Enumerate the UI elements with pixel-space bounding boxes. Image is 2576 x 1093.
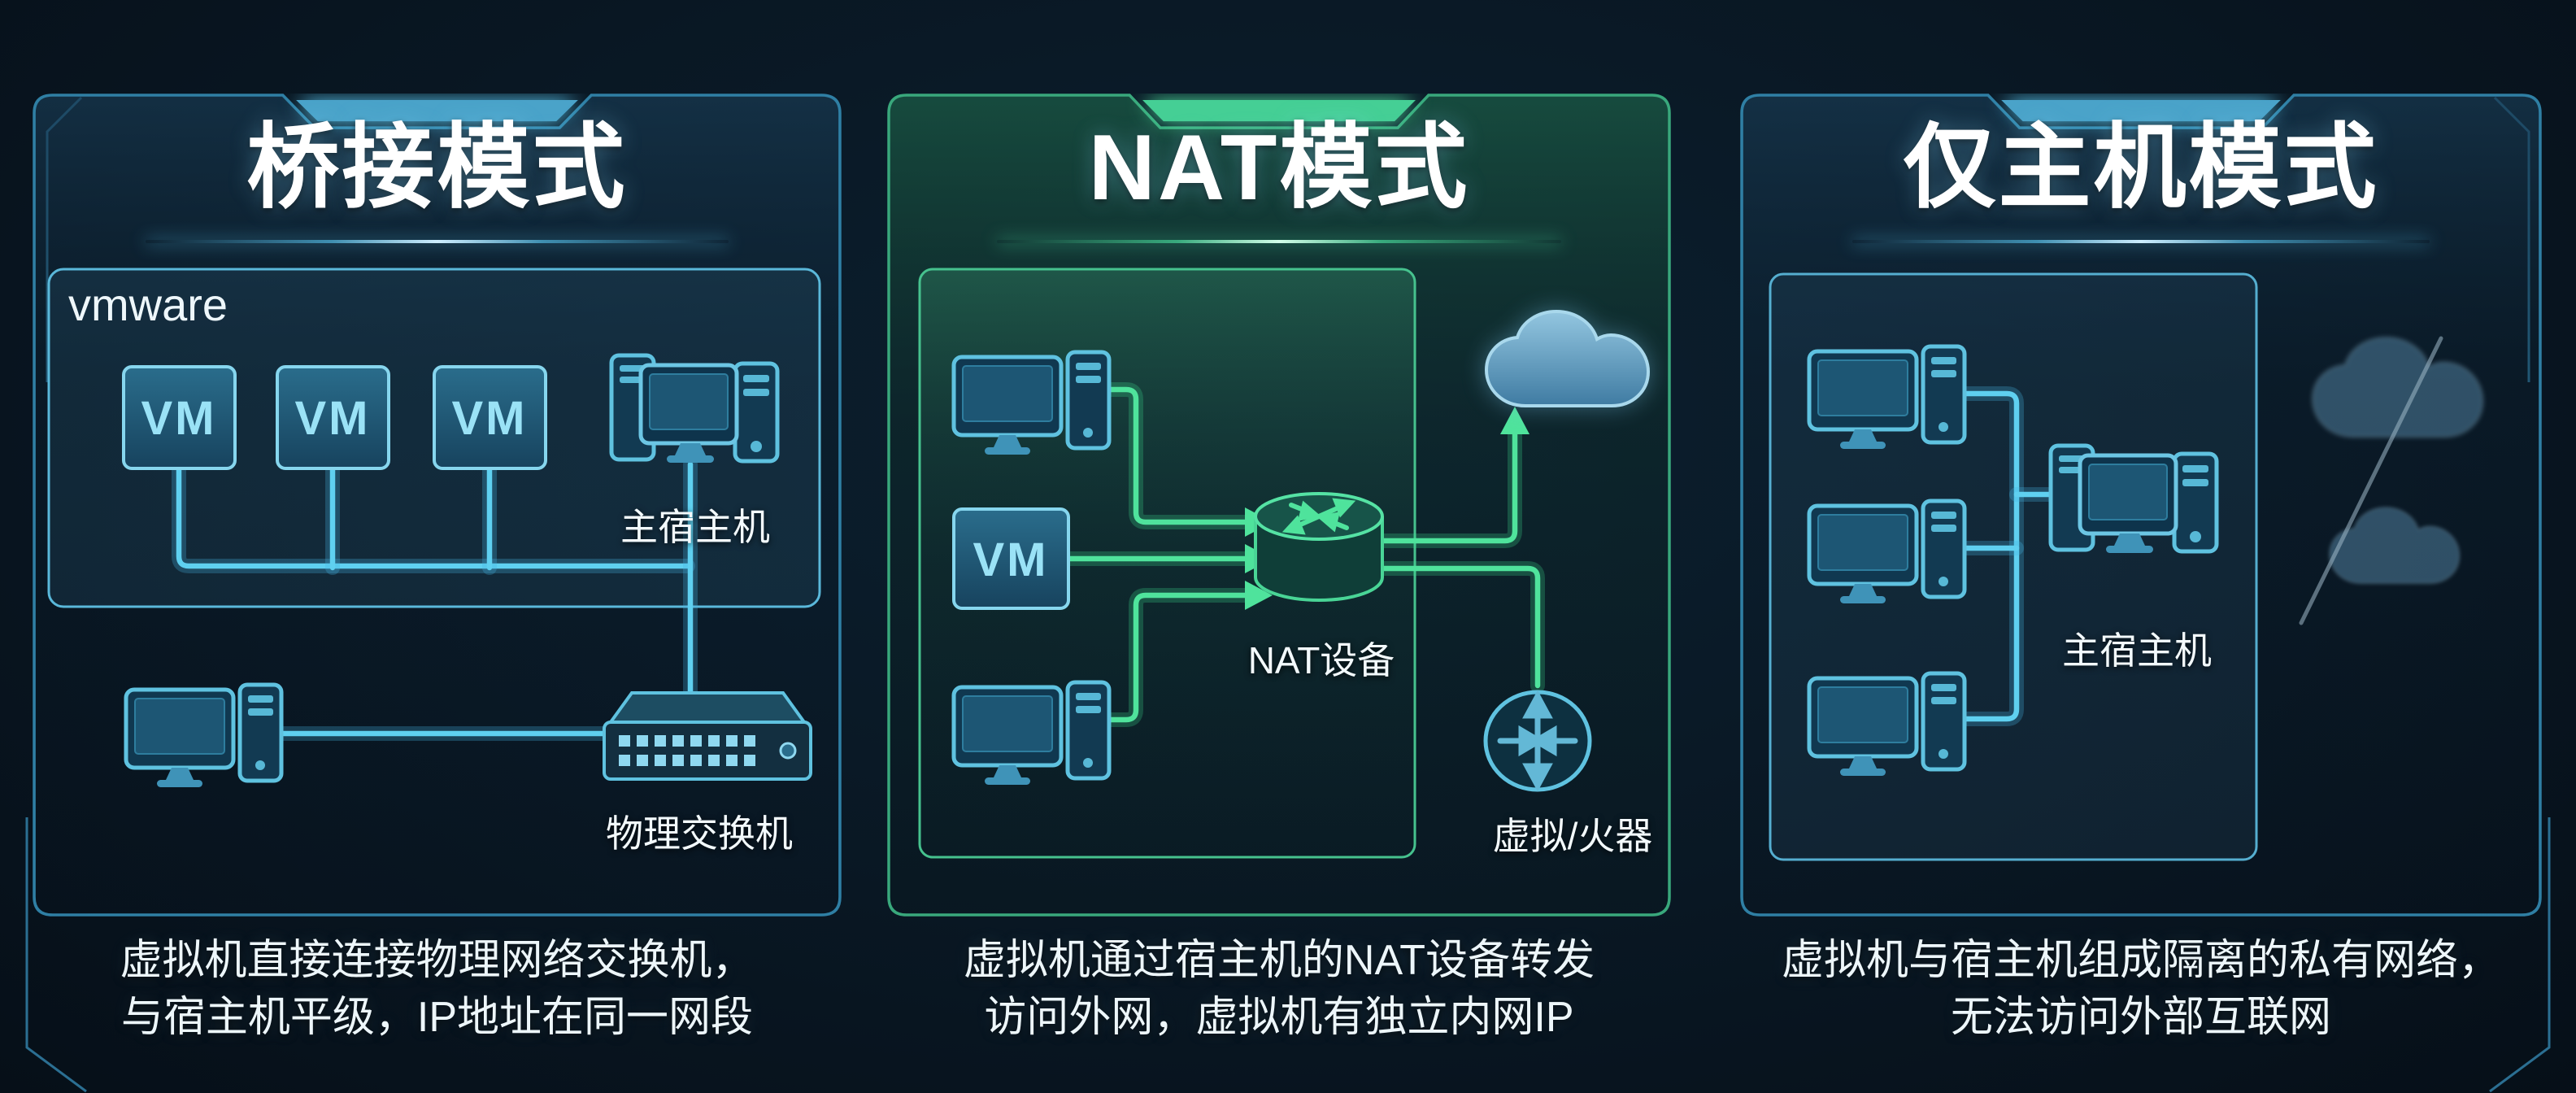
virtual-router-label: 虚拟/火器: [1493, 815, 1653, 857]
physical-switch-icon: [603, 691, 812, 781]
caption-line: 访问外网，虚拟机有独立内网IP: [984, 994, 1574, 1041]
vm-label: VM: [973, 533, 1049, 586]
vm-box: VM: [952, 507, 1070, 610]
desktop-computer-icon: [126, 685, 281, 787]
bridge-mode-caption: 虚拟机直接连接物理网络交换机， 与宿主机平级，IP地址在同一网段: [33, 932, 842, 1046]
vm-label: VM: [141, 392, 217, 445]
blocked-cloud-icon: [2328, 507, 2461, 585]
header-notch-bar: [296, 100, 578, 122]
caption-line: 虚拟机通过宿主机的NAT设备转发: [963, 937, 1595, 984]
page-title-host-only: 仅主机模式: [1903, 116, 2379, 220]
host-only-caption: 虚拟机与宿主机组成隔离的私有网络， 无法访问外部互联网: [1740, 932, 2542, 1046]
nat-router-icon: [1254, 492, 1384, 602]
nat-mode-caption: 虚拟机通过宿主机的NAT设备转发 访问外网，虚拟机有独立内网IP: [887, 932, 1671, 1046]
host-computer-icon: [611, 355, 777, 463]
caption-line: 无法访问外部互联网: [1950, 994, 2331, 1041]
title-divider: [1852, 240, 2430, 243]
vmware-label: vmware: [68, 279, 228, 330]
host-computer-icon: [2051, 446, 2217, 553]
host-label: 主宿主机: [2062, 629, 2212, 672]
panel-bridge-mode: 桥接模式 vmware VM: [33, 94, 842, 917]
host-label: 主宿主机: [620, 506, 770, 548]
vm-label: VM: [452, 392, 528, 445]
no-connection-slash: [2299, 336, 2443, 625]
blocked-cloud-icon: [2311, 336, 2484, 438]
title-divider: [146, 240, 729, 243]
vm-box-1: VM: [122, 365, 237, 470]
host-only-wires: [1957, 386, 2058, 726]
page-title-bridge: 桥接模式: [246, 116, 628, 220]
page-title-nat: NAT模式: [1088, 116, 1470, 220]
bridge-mode-diagram: vmware VM VM VM: [47, 268, 821, 855]
internet-cloud-icon: [1485, 310, 1650, 407]
host-only-diagram: 主宿主机: [1769, 272, 2484, 861]
nat-mode-diagram: VM NAT设备: [918, 268, 1653, 859]
nat-wires: [1061, 382, 1545, 727]
caption-line: 与宿主机平级，IP地址在同一网段: [120, 994, 754, 1041]
nat-device-label: NAT设备: [1248, 639, 1395, 681]
bridge-wires: [172, 457, 698, 741]
vm-box-2: VM: [276, 365, 390, 470]
title-divider: [996, 240, 1562, 243]
caption-line: 虚拟机直接连接物理网络交换机，: [120, 937, 755, 984]
header-notch-bar: [1142, 100, 1416, 122]
switch-label: 物理交换机: [606, 812, 793, 855]
caption-line: 虚拟机与宿主机组成隔离的私有网络，: [1781, 937, 2500, 984]
panel-host-only-mode: 仅主机模式 主宿主机: [1740, 94, 2542, 917]
header-notch-bar: [2001, 100, 2281, 122]
panel-nat-mode: NAT模式: [887, 94, 1671, 917]
virtual-router-icon: [1483, 690, 1592, 792]
vm-box-3: VM: [433, 365, 547, 470]
vm-label: VM: [295, 392, 371, 445]
